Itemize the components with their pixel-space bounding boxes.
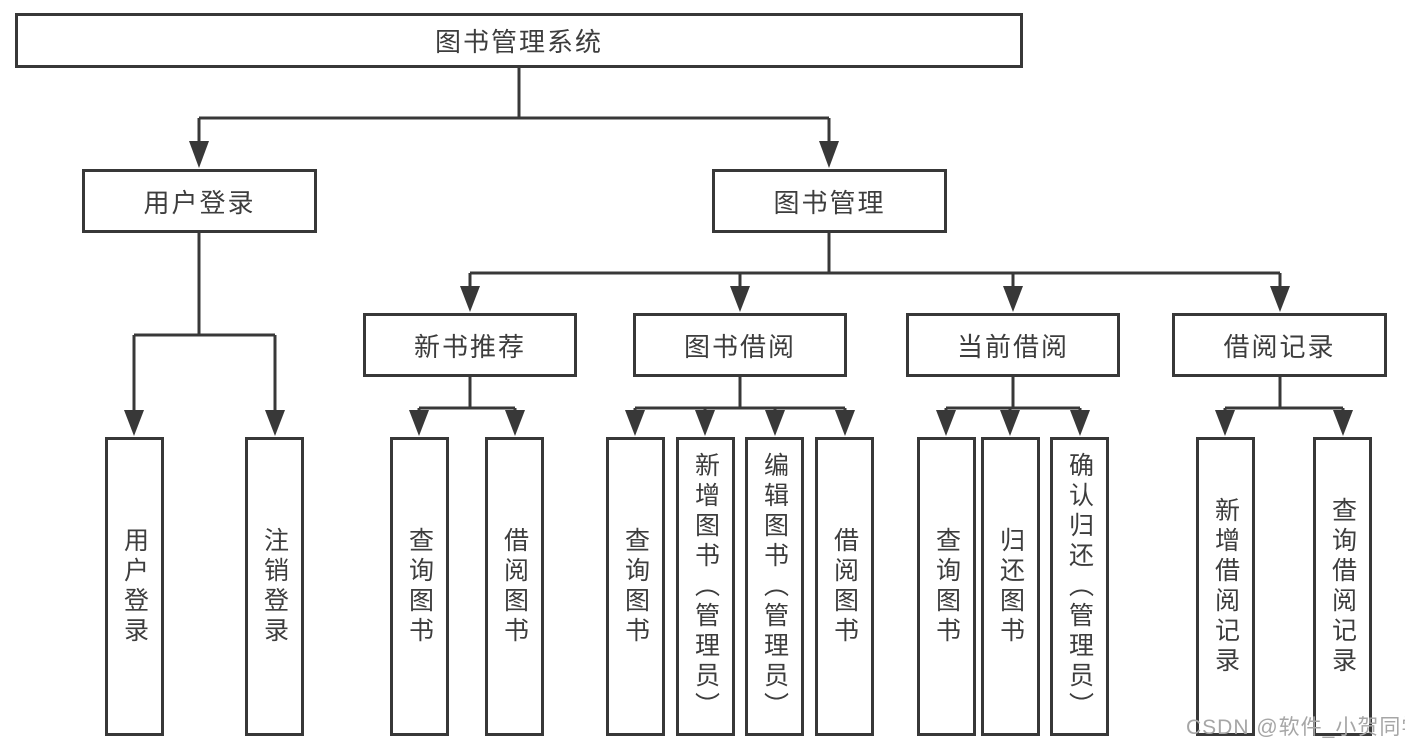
connector-mgmt-to-level3 bbox=[460, 233, 1290, 312]
connector-login-to-leaves bbox=[124, 233, 285, 436]
leaf-label: 用户登录 bbox=[120, 526, 149, 647]
leaf-borrow-books-recommend: 借阅图书 bbox=[485, 437, 544, 736]
node-book-borrow: 图书借阅 bbox=[633, 313, 847, 377]
connector-recommend-to-leaves bbox=[409, 377, 525, 436]
leaf-label: 查询图书 bbox=[405, 526, 434, 647]
node-library-management-system: 图书管理系统 bbox=[15, 13, 1023, 68]
leaf-logout: 注销登录 bbox=[245, 437, 304, 736]
leaf-edit-books-admin: 编辑图书（管理员） bbox=[745, 437, 804, 736]
node-label: 当前借阅 bbox=[956, 331, 1069, 362]
node-user-login: 用户登录 bbox=[82, 169, 317, 233]
node-current-borrow: 当前借阅 bbox=[906, 313, 1120, 377]
leaf-label: 借阅图书 bbox=[500, 526, 529, 647]
leaf-add-books-admin: 新增图书（管理员） bbox=[676, 437, 735, 736]
leaf-label: 归还图书 bbox=[996, 526, 1025, 647]
node-label: 图书借阅 bbox=[683, 331, 796, 362]
csdn-watermark: CSDN @软件_小贺同学 bbox=[1186, 716, 1405, 739]
leaf-label: 确认归还（管理员） bbox=[1065, 451, 1094, 722]
leaf-label: 编辑图书（管理员） bbox=[760, 451, 789, 722]
node-label: 新书推荐 bbox=[413, 331, 526, 362]
leaf-label: 新增借阅记录 bbox=[1211, 496, 1240, 677]
leaf-label: 注销登录 bbox=[260, 526, 289, 647]
node-book-management: 图书管理 bbox=[712, 169, 947, 233]
leaf-borrow-books: 借阅图书 bbox=[815, 437, 874, 736]
leaf-return-books: 归还图书 bbox=[981, 437, 1040, 736]
leaf-add-borrow-record: 新增借阅记录 bbox=[1196, 437, 1255, 736]
node-label: 图书管理系统 bbox=[434, 27, 603, 57]
leaf-query-books-recommend: 查询图书 bbox=[390, 437, 449, 736]
leaf-label: 查询图书 bbox=[621, 526, 650, 647]
leaf-user-login: 用户登录 bbox=[105, 437, 164, 736]
connector-current-to-leaves bbox=[936, 377, 1090, 436]
node-new-book-recommend: 新书推荐 bbox=[363, 313, 577, 377]
leaf-label: 新增图书（管理员） bbox=[691, 451, 720, 722]
leaf-query-books-borrow: 查询图书 bbox=[606, 437, 665, 736]
node-label: 借阅记录 bbox=[1223, 331, 1336, 362]
connector-records-to-leaves bbox=[1215, 377, 1353, 436]
node-label: 用户登录 bbox=[143, 187, 256, 218]
leaf-query-books-current: 查询图书 bbox=[917, 437, 976, 736]
node-label: 图书管理 bbox=[773, 187, 886, 218]
leaf-label: 查询借阅记录 bbox=[1328, 496, 1357, 677]
leaf-confirm-return-admin: 确认归还（管理员） bbox=[1050, 437, 1109, 736]
leaf-query-borrow-record: 查询借阅记录 bbox=[1313, 437, 1372, 736]
connector-root-to-level2 bbox=[189, 68, 839, 168]
connector-borrow-to-leaves bbox=[625, 377, 855, 436]
leaf-label: 查询图书 bbox=[932, 526, 961, 647]
leaf-label: 借阅图书 bbox=[830, 526, 859, 647]
node-borrow-records: 借阅记录 bbox=[1172, 313, 1387, 377]
